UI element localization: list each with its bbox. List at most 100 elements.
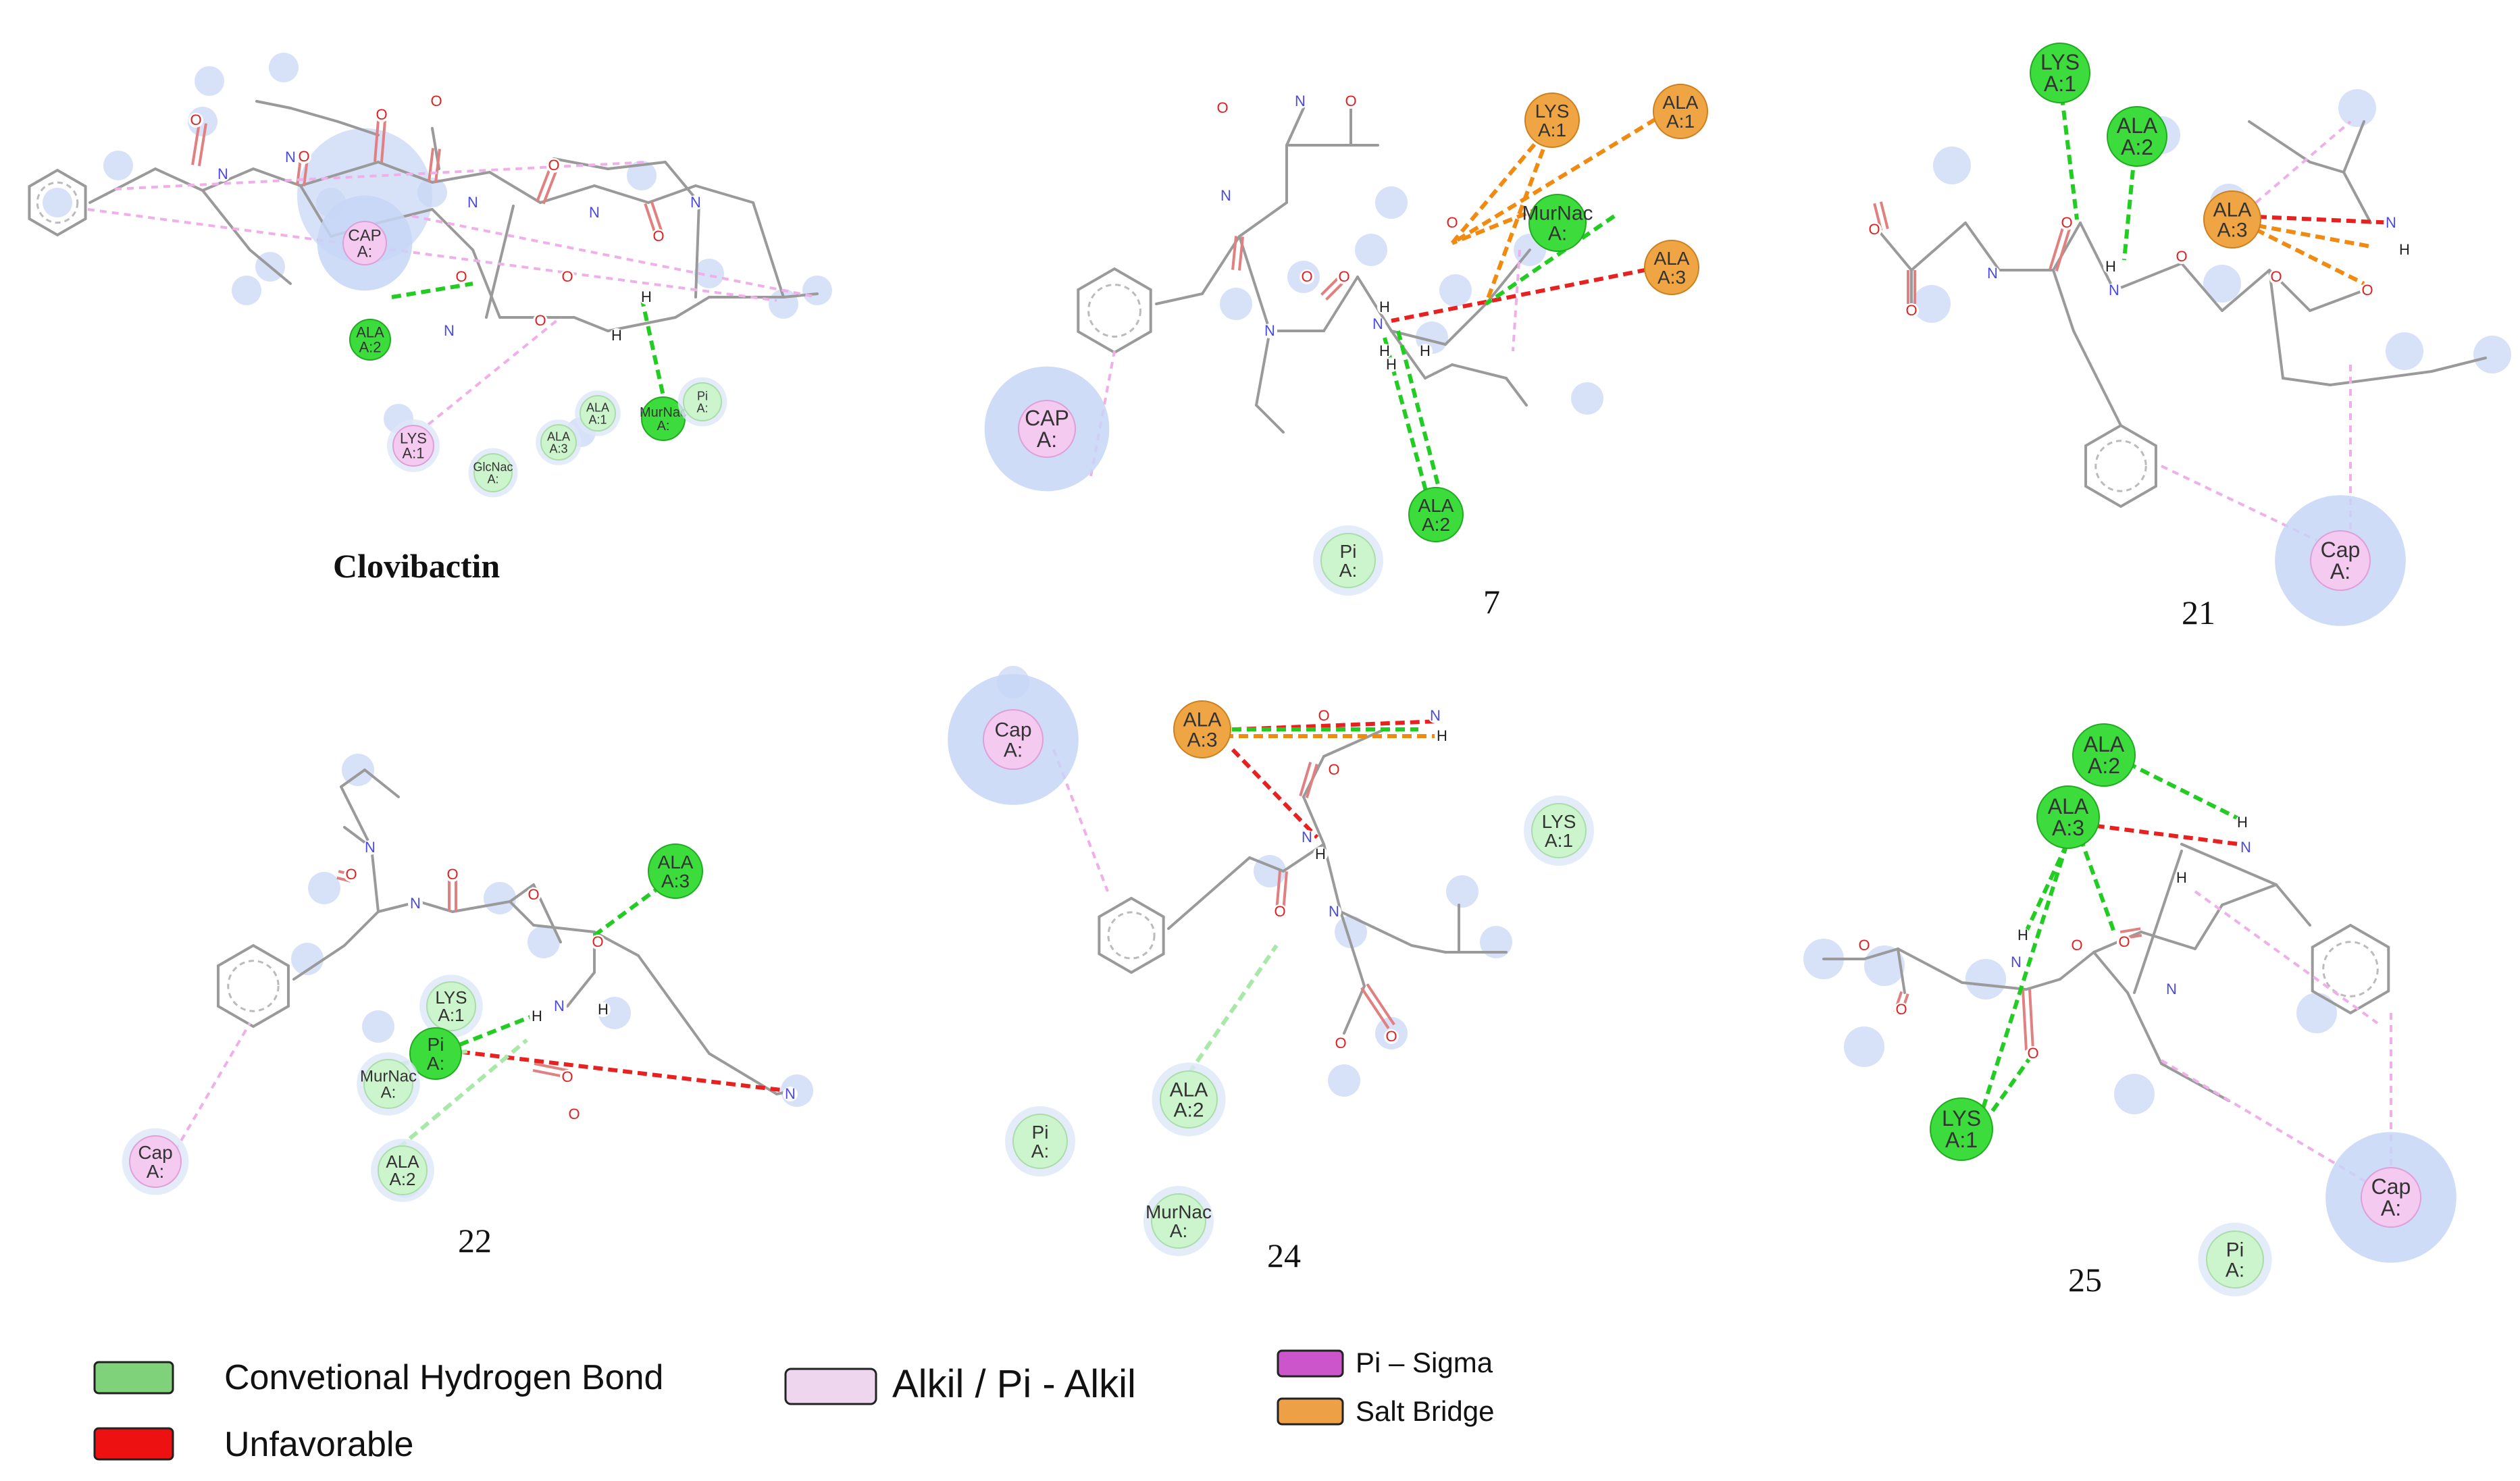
residue-name: LYS <box>400 430 427 447</box>
atom-bg <box>1327 904 1341 919</box>
atom-n-label: N <box>2240 839 2251 856</box>
residue-lys-a-1 <box>2030 43 2090 103</box>
atom-bg <box>1300 269 1314 284</box>
atom-n-label: N <box>467 194 478 211</box>
atom-o-label: O <box>2027 1045 2038 1062</box>
hydrophobic-glow <box>232 276 261 305</box>
hydrophobic-glow <box>1335 916 1367 948</box>
ligand-bond <box>88 167 157 204</box>
ligand-bond <box>2309 289 2365 312</box>
atom-o-label: O <box>298 148 309 165</box>
atom-n-label: N <box>217 165 228 182</box>
ligand-double-bond <box>1305 763 1318 799</box>
residue-pi-a- <box>2206 1230 2264 1289</box>
ligand-bond <box>1343 985 1366 1035</box>
ligand-bond <box>1485 249 1531 305</box>
residue-chain: A:3 <box>2052 816 2084 840</box>
atom-o-label: O <box>528 886 539 903</box>
residue-pi-a- <box>1320 533 1376 588</box>
residue-chain: A: <box>1170 1220 1187 1241</box>
ligand-double-bond <box>191 122 201 165</box>
ligand-bond <box>566 971 596 1008</box>
hydrophobic-glow <box>1571 382 1603 415</box>
residue-murnac-a- <box>363 1059 413 1109</box>
hydrogen-bond-line <box>397 1038 528 1150</box>
atom-o-label: O <box>446 866 458 883</box>
ligand-bond <box>2072 330 2122 427</box>
atom-n-label: N <box>2011 954 2022 970</box>
residue-murnac-a- <box>1528 194 1587 252</box>
ligand-bond <box>336 120 380 136</box>
hydrophobic-glow <box>1913 285 1951 323</box>
ligand-bond <box>1410 944 1447 954</box>
residue-name: ALA <box>356 324 384 341</box>
atom-bg <box>552 999 567 1014</box>
residue-chain: A: <box>357 242 373 261</box>
unfavorable-line <box>1391 265 1662 323</box>
legend-swatch-hbond <box>93 1361 174 1395</box>
residue-name: Cap <box>994 719 1031 742</box>
ligand-bond <box>2221 269 2271 312</box>
atom-bg <box>1894 1002 1909 1017</box>
ligand-double-bond <box>428 148 435 182</box>
alkyl-interaction-line <box>2255 120 2352 204</box>
alkyl-interaction-line <box>168 1022 251 1163</box>
ligand-bond <box>377 161 434 184</box>
ligand-bond <box>539 184 596 204</box>
unfavorable-line <box>2080 822 2240 846</box>
ligand-bond <box>488 171 542 204</box>
caption-24: 24 <box>1267 1237 1301 1274</box>
residue-name: ALA <box>658 852 694 873</box>
atom-n-label: N <box>690 194 701 211</box>
ligand-bond <box>154 167 204 192</box>
caption-22: 22 <box>458 1222 492 1259</box>
ligand-bond <box>1167 856 1251 930</box>
hydrophobic-glow <box>103 151 133 180</box>
atom-h-label: H <box>1386 356 1397 373</box>
hydrophobic-glow <box>362 1010 394 1043</box>
atom-bg <box>1333 1036 1348 1051</box>
ligand-bond <box>1356 276 1393 332</box>
residue-chain: A: <box>1339 560 1357 581</box>
residue-lys-a-1 <box>1930 1097 1993 1161</box>
atom-bg <box>1293 94 1308 109</box>
atom-o-label: O <box>1216 99 1228 116</box>
atom-o-label: O <box>1345 93 1356 109</box>
hydrophobic-glow <box>627 161 657 190</box>
unfavorable-line <box>1202 719 1439 733</box>
residue-name: Cap <box>138 1142 172 1163</box>
atom-o-label: O <box>561 268 573 285</box>
atom-bg <box>2269 269 2284 284</box>
hydrophobic-glow-layer <box>43 53 2511 1198</box>
atom-h-label: H <box>1379 342 1390 359</box>
atom-bg <box>283 150 298 165</box>
ligand-bond <box>2140 931 2196 950</box>
atom-o-label: O <box>652 228 664 244</box>
atom-o-label: O <box>2118 933 2130 950</box>
ligand-bond <box>2221 883 2278 906</box>
ligand-bond <box>607 161 667 170</box>
residue-ala-a-2 <box>349 319 391 361</box>
legend-label-alkyl: Alkil / Pi - Alkil <box>892 1362 1136 1406</box>
atom-bg <box>2069 938 2084 953</box>
residue-chain: A:1 <box>1545 830 1573 851</box>
atom-h-label: H <box>611 327 622 344</box>
hydrogen-bond-line <box>391 282 473 299</box>
salt-bridge-line <box>1450 120 1555 244</box>
atom-o-label: O <box>1338 268 1349 285</box>
residue-cap-a- <box>2310 530 2371 591</box>
residue-name: ALA <box>2048 794 2089 819</box>
aromatic-ring <box>2084 423 2157 509</box>
residue-name: Cap <box>2321 538 2361 562</box>
hydrophobic-glow <box>342 754 374 786</box>
ligand-bond <box>2342 120 2365 174</box>
residue-glcnac-a- <box>473 453 513 492</box>
residue-name: ALA <box>1663 92 1699 113</box>
atom-bg <box>465 195 480 210</box>
atom-o-label: O <box>1318 707 1329 724</box>
residue-ala-a-3 <box>2036 785 2100 849</box>
atom-o-label: O <box>1905 302 1917 319</box>
residue-chain: A: <box>1548 223 1567 245</box>
residue-chain: A:1 <box>2044 72 2076 96</box>
hydrogen-bond-line <box>444 1011 542 1052</box>
